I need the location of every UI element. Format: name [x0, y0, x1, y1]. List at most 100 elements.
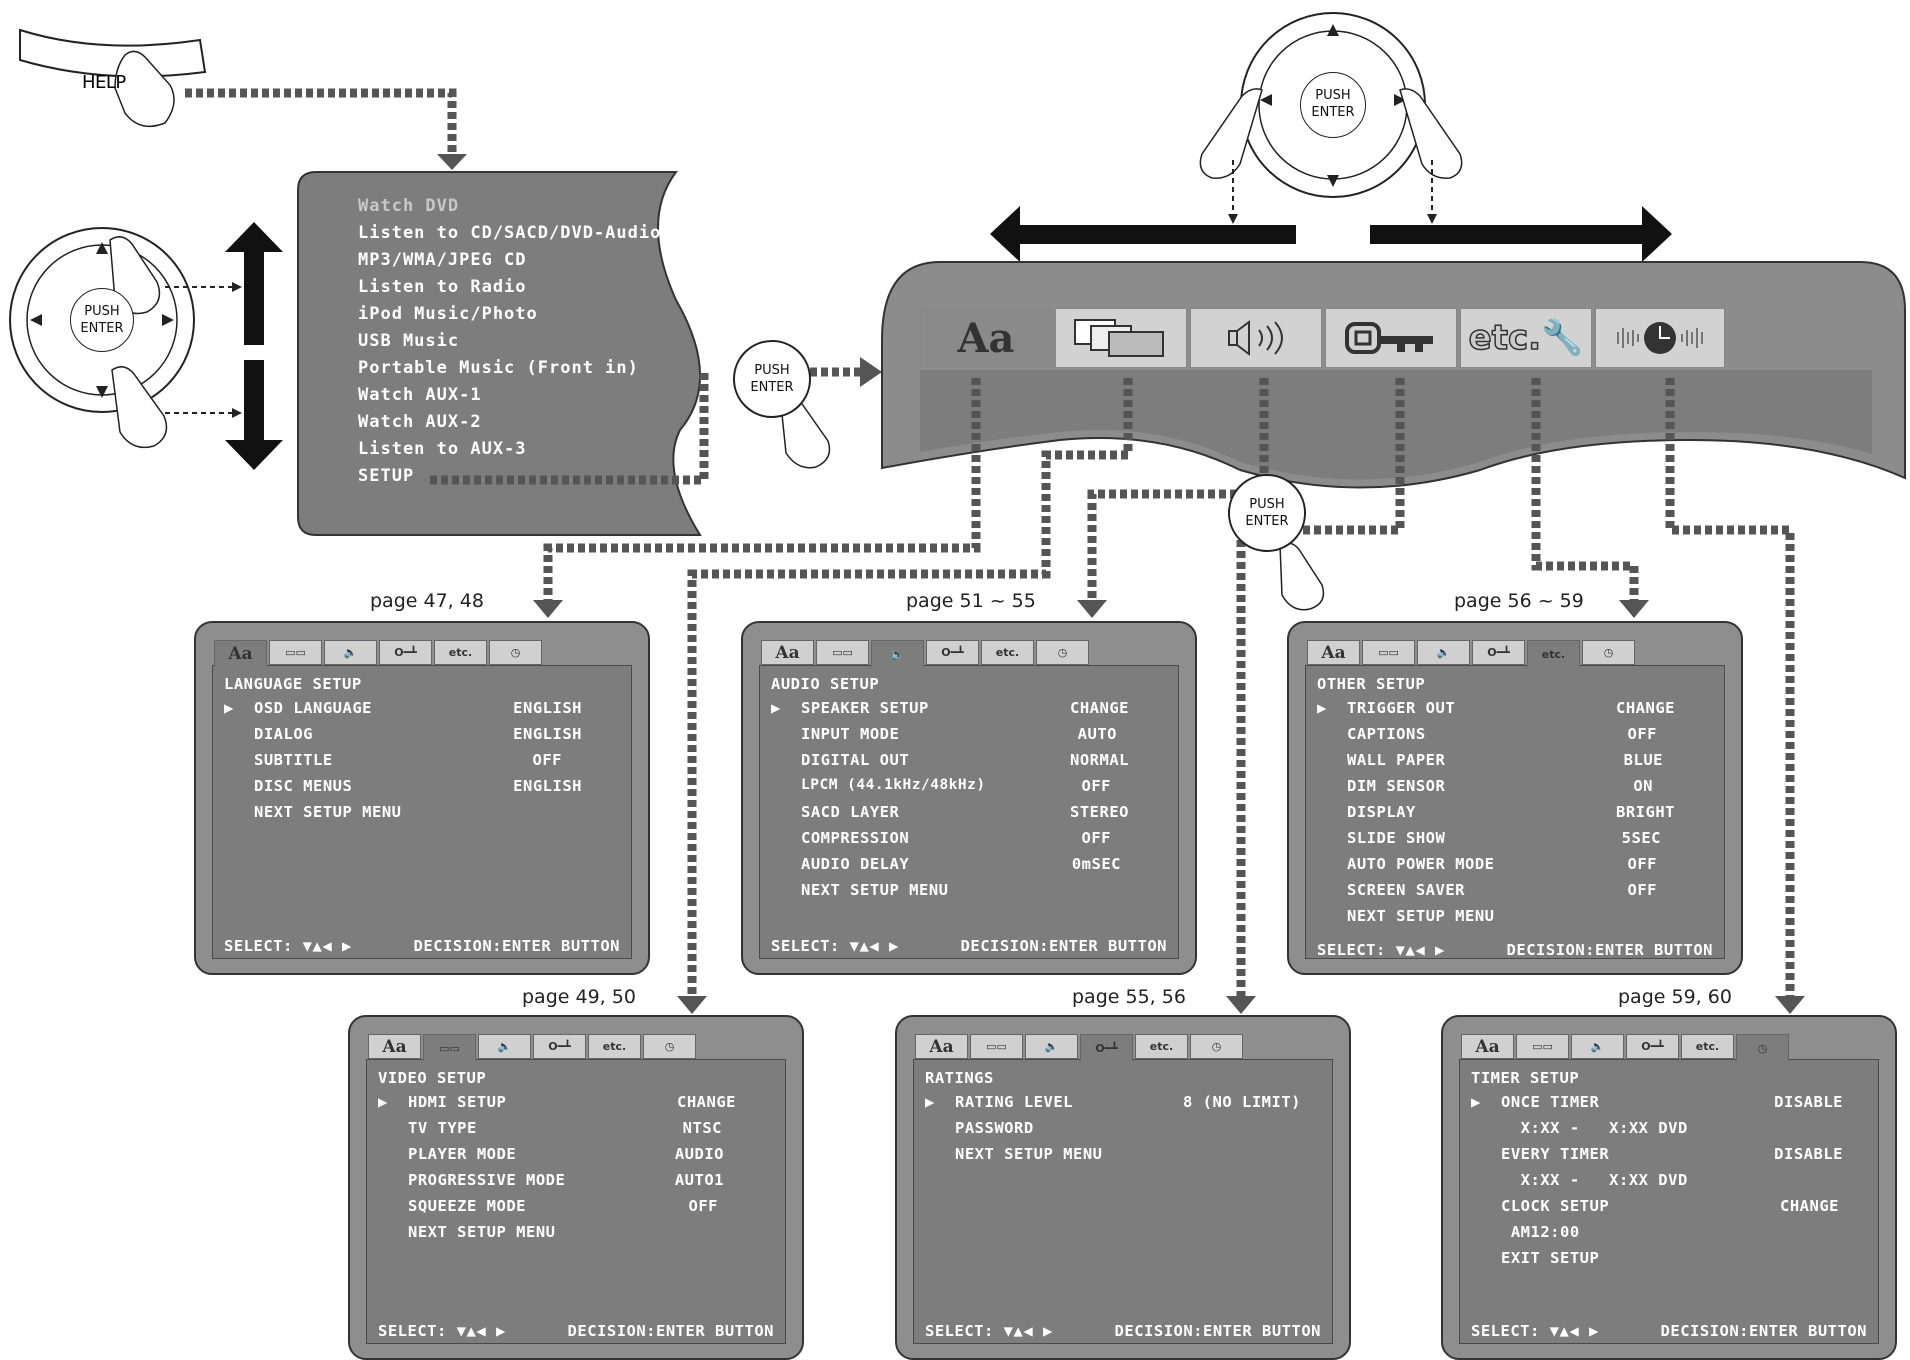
tab-timer[interactable]: ◷ — [1190, 1034, 1243, 1059]
tab-timer[interactable]: ◷ — [1736, 1034, 1789, 1061]
tab-other[interactable]: etc. — [1135, 1034, 1188, 1059]
setting-label: OSD LANGUAGE — [254, 699, 372, 717]
tab-language[interactable]: Aa — [214, 640, 267, 667]
tab-video[interactable]: ▭▭ — [1516, 1034, 1569, 1059]
tab-timer[interactable]: ◷ — [643, 1034, 696, 1059]
menu-item-mp3[interactable]: MP3/WMA/JPEG CD — [358, 250, 527, 270]
menu-item-listen-cd[interactable]: Listen to CD/SACD/DVD-Audio — [358, 223, 662, 243]
tab-other[interactable]: etc. — [1527, 640, 1580, 667]
tab-video[interactable]: ▭▭ — [816, 640, 869, 665]
tab-ratings[interactable]: O━┻ — [1080, 1034, 1133, 1061]
big-tab-audio[interactable] — [1190, 308, 1322, 368]
push-enter-button-1[interactable]: PUSH ENTER — [733, 340, 811, 418]
setting-row[interactable]: NEXT SETUP MENU — [771, 881, 1167, 903]
key-tab-icon — [1345, 322, 1433, 354]
menu-item-portable[interactable]: Portable Music (Front in) — [358, 358, 639, 378]
tab-audio[interactable]: 🔈 — [478, 1034, 531, 1059]
menu-item-aux3[interactable]: Listen to AUX-3 — [358, 439, 527, 459]
tab-timer[interactable]: ◷ — [1036, 640, 1089, 665]
tab-other[interactable]: etc. — [434, 640, 487, 665]
tab-audio[interactable]: 🔈 — [1417, 640, 1470, 665]
tab-ratings[interactable]: O━┻ — [1626, 1034, 1679, 1059]
big-tab-ratings[interactable] — [1325, 308, 1457, 368]
menu-item-radio[interactable]: Listen to Radio — [358, 277, 527, 297]
big-tab-video[interactable] — [1055, 308, 1187, 368]
setting-row[interactable]: PASSWORD — [925, 1119, 1321, 1141]
setting-value: OFF — [1081, 829, 1111, 847]
tab-audio[interactable]: 🔈 — [871, 640, 924, 667]
tab-ratings[interactable]: O━┻ — [379, 640, 432, 665]
setting-row[interactable]: NEXT SETUP MENU — [1317, 907, 1713, 929]
setting-value: NTSC — [682, 1119, 722, 1137]
audio-tab-icon: 🔈 — [1590, 1040, 1605, 1053]
setting-row[interactable]: NEXT SETUP MENU — [224, 803, 620, 825]
tab-audio[interactable]: 🔈 — [1025, 1034, 1078, 1059]
tab-ratings[interactable]: O━┻ — [533, 1034, 586, 1059]
setting-row[interactable]: LPCM (44.1kHz/48kHz)OFF — [771, 777, 1167, 799]
menu-item-watch-dvd[interactable]: Watch DVD — [358, 196, 460, 216]
tab-language[interactable]: Aa — [915, 1034, 968, 1059]
tab-other[interactable]: etc. — [1681, 1034, 1734, 1059]
menu-item-ipod[interactable]: iPod Music/Photo — [358, 304, 538, 324]
tab-other[interactable]: etc. — [981, 640, 1034, 665]
tab-video[interactable]: ▭▭ — [970, 1034, 1023, 1059]
tab-audio[interactable]: 🔈 — [1571, 1034, 1624, 1059]
setting-row[interactable]: NEXT SETUP MENU — [378, 1223, 774, 1245]
tab-other[interactable]: etc. — [588, 1034, 641, 1059]
menu-item-usb[interactable]: USB Music — [358, 331, 460, 351]
tab-language[interactable]: Aa — [1461, 1034, 1514, 1059]
menu-item-aux2[interactable]: Watch AUX-2 — [358, 412, 482, 432]
tab-timer[interactable]: ◷ — [1582, 640, 1635, 665]
tab-language[interactable]: Aa — [368, 1034, 421, 1059]
tab-video[interactable]: ▭▭ — [269, 640, 322, 665]
menu-item-setup[interactable]: SETUP — [358, 466, 415, 486]
tab-video[interactable]: ▭▭ — [423, 1034, 476, 1061]
help-hand-icon — [114, 50, 175, 128]
right-dial-push-enter[interactable]: PUSH ENTER — [1300, 72, 1366, 138]
tab-audio[interactable]: 🔈 — [324, 640, 377, 665]
setting-row[interactable]: NEXT SETUP MENU — [925, 1145, 1321, 1167]
big-tab-language[interactable]: Aa — [920, 308, 1052, 368]
setting-row[interactable]: EXIT SETUP — [1471, 1249, 1867, 1271]
tab-ratings[interactable]: O━┻ — [926, 640, 979, 665]
footer-decision: DECISION:ENTER BUTTON — [1660, 1322, 1867, 1340]
tab-language[interactable]: Aa — [761, 640, 814, 665]
menu-item-aux1[interactable]: Watch AUX-1 — [358, 385, 482, 405]
push-enter-button-2[interactable]: PUSH ENTER — [1228, 474, 1306, 552]
tab-video[interactable]: ▭▭ — [1362, 640, 1415, 665]
setting-label: HDMI SETUP — [408, 1093, 507, 1111]
tab-timer[interactable]: ◷ — [489, 640, 542, 665]
big-tab-timer[interactable] — [1595, 308, 1725, 368]
left-dial-push-enter[interactable]: PUSH ENTER — [70, 288, 134, 352]
big-tab-other[interactable]: etc.🔧 — [1460, 308, 1592, 368]
tab-language[interactable]: Aa — [1307, 640, 1360, 665]
tab-ratings[interactable]: O━┻ — [1472, 640, 1525, 665]
